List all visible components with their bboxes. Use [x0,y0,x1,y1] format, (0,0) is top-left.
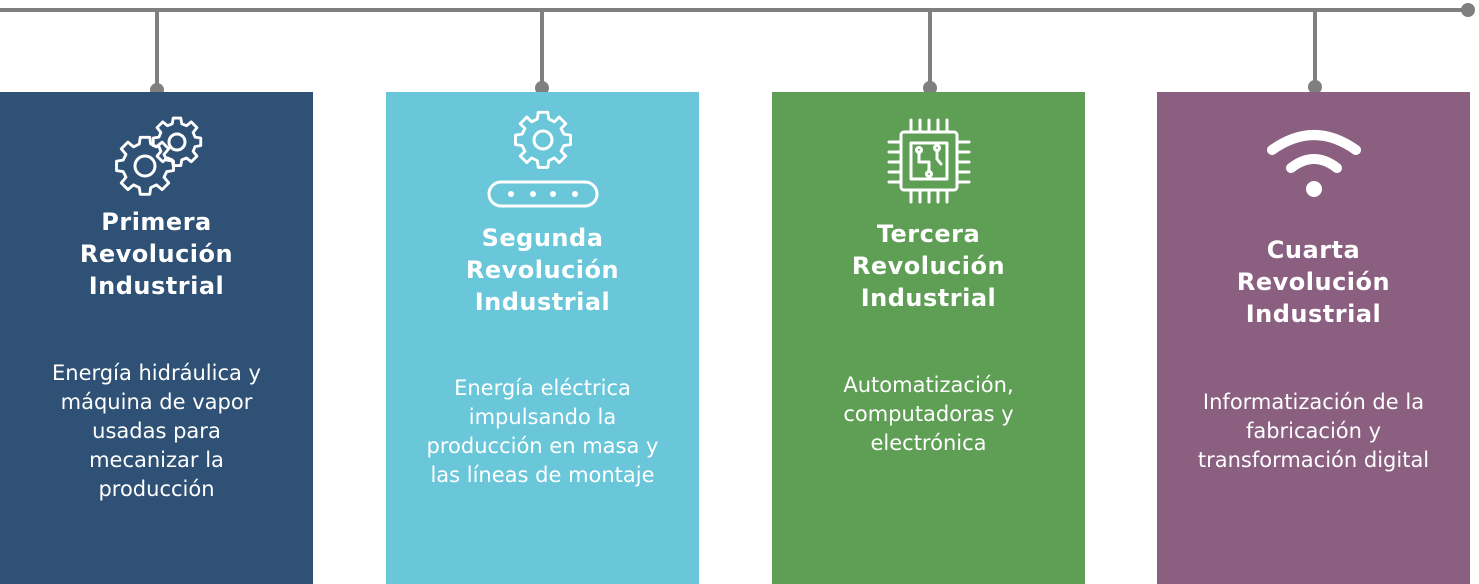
connector-dot-4 [1308,80,1322,94]
title-line: Revolución [851,252,1006,280]
timeline-end-dot [1461,3,1475,17]
card-description: Automatización, computadoras y electróni… [782,371,1075,458]
gears-icon [0,114,313,198]
title-line: Revolución [79,240,234,268]
desc-line: producción [98,477,215,501]
card-title: Tercera Revolución Industrial [772,218,1085,314]
title-line: Industrial [1245,300,1382,328]
desc-line: Energía hidráulica y [52,361,261,385]
desc-line: impulsando la [468,405,617,429]
connector-line-3 [928,10,932,88]
connector-dot-2 [535,81,549,95]
desc-line: transformación digital [1197,448,1430,472]
card-description: Energía hidráulica y máquina de vapor us… [10,359,303,504]
title-line: Revolución [1236,268,1391,296]
title-line: Segunda [481,224,604,252]
title-line: Industrial [88,272,225,300]
card-title: Cuarta Revolución Industrial [1157,234,1470,330]
wifi-icon [1157,128,1470,202]
desc-line: fabricación y [1245,419,1382,443]
desc-line: Automatización, [843,373,1014,397]
connector-dot-3 [923,81,937,95]
microchip-icon [772,112,1085,210]
card-tercera-revolucion: Tercera Revolución Industrial Automatiza… [772,92,1085,584]
desc-line: producción en masa y [426,434,659,458]
desc-line: mecanizar la [89,448,224,472]
title-line: Revolución [465,256,620,284]
connector-line-4 [1313,10,1317,88]
desc-line: usadas para [92,419,221,443]
conveyor-gear-icon [386,108,699,210]
card-description: Energía eléctrica impulsando la producci… [396,374,689,490]
card-title: Primera Revolución Industrial [0,206,313,302]
card-description: Informatización de la fabricación y tran… [1167,388,1460,475]
title-line: Tercera [876,220,981,248]
card-title: Segunda Revolución Industrial [386,222,699,318]
title-line: Primera [101,208,212,236]
desc-line: Informatización de la [1202,390,1425,414]
card-primera-revolucion: Primera Revolución Industrial Energía hi… [0,92,313,584]
timeline-line [0,8,1466,12]
title-line: Industrial [474,288,611,316]
card-segunda-revolucion: Segunda Revolución Industrial Energía el… [386,92,699,584]
connector-line-1 [155,10,159,90]
card-cuarta-revolucion: Cuarta Revolución Industrial Informatiza… [1157,92,1470,584]
connector-line-2 [540,10,544,88]
desc-line: computadoras y [843,402,1014,426]
title-line: Cuarta [1266,236,1361,264]
desc-line: máquina de vapor [60,390,253,414]
desc-line: las líneas de montaje [430,463,655,487]
desc-line: electrónica [870,431,987,455]
desc-line: Energía eléctrica [454,376,631,400]
title-line: Industrial [860,284,997,312]
